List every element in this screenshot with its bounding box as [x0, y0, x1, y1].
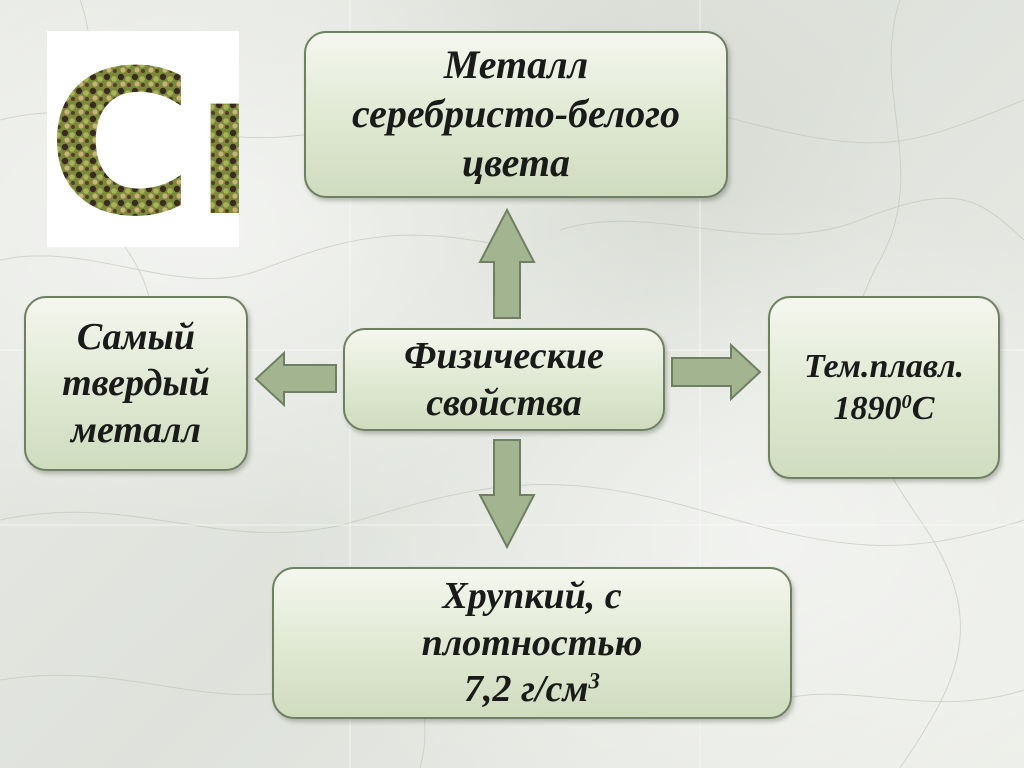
node-melting-point-label: Тем.плавл.18900С [804, 346, 964, 429]
node-color: Металл серебристо-белого цвета [304, 31, 728, 198]
node-melting-point: Тем.плавл.18900С [768, 296, 1000, 479]
node-color-label: Металл серебристо-белого цвета [351, 42, 681, 185]
density-line2: плотностью [421, 621, 643, 664]
arrow-down [478, 439, 536, 550]
node-hardest-metal-label: Самый твердый металл [62, 315, 210, 451]
node-physical-properties-label: Физические свойства [404, 335, 604, 424]
density-exponent: 3 [588, 668, 600, 694]
melting-point-caption: Тем.плавл. [803, 348, 965, 386]
density-line1: Хрупкий, с [442, 575, 622, 618]
arrow-up [478, 207, 536, 319]
node-physical-properties: Физические свойства [343, 328, 665, 431]
arrow-left [254, 350, 337, 408]
melting-point-degree: 0 [901, 390, 912, 413]
melting-point-unit: С [911, 389, 935, 427]
node-hardest-metal: Самый твердый металл [24, 296, 248, 471]
melting-point-value: 1890 [833, 389, 902, 427]
arrow-right [671, 342, 762, 402]
density-value: 7,2 г/см [464, 668, 589, 711]
